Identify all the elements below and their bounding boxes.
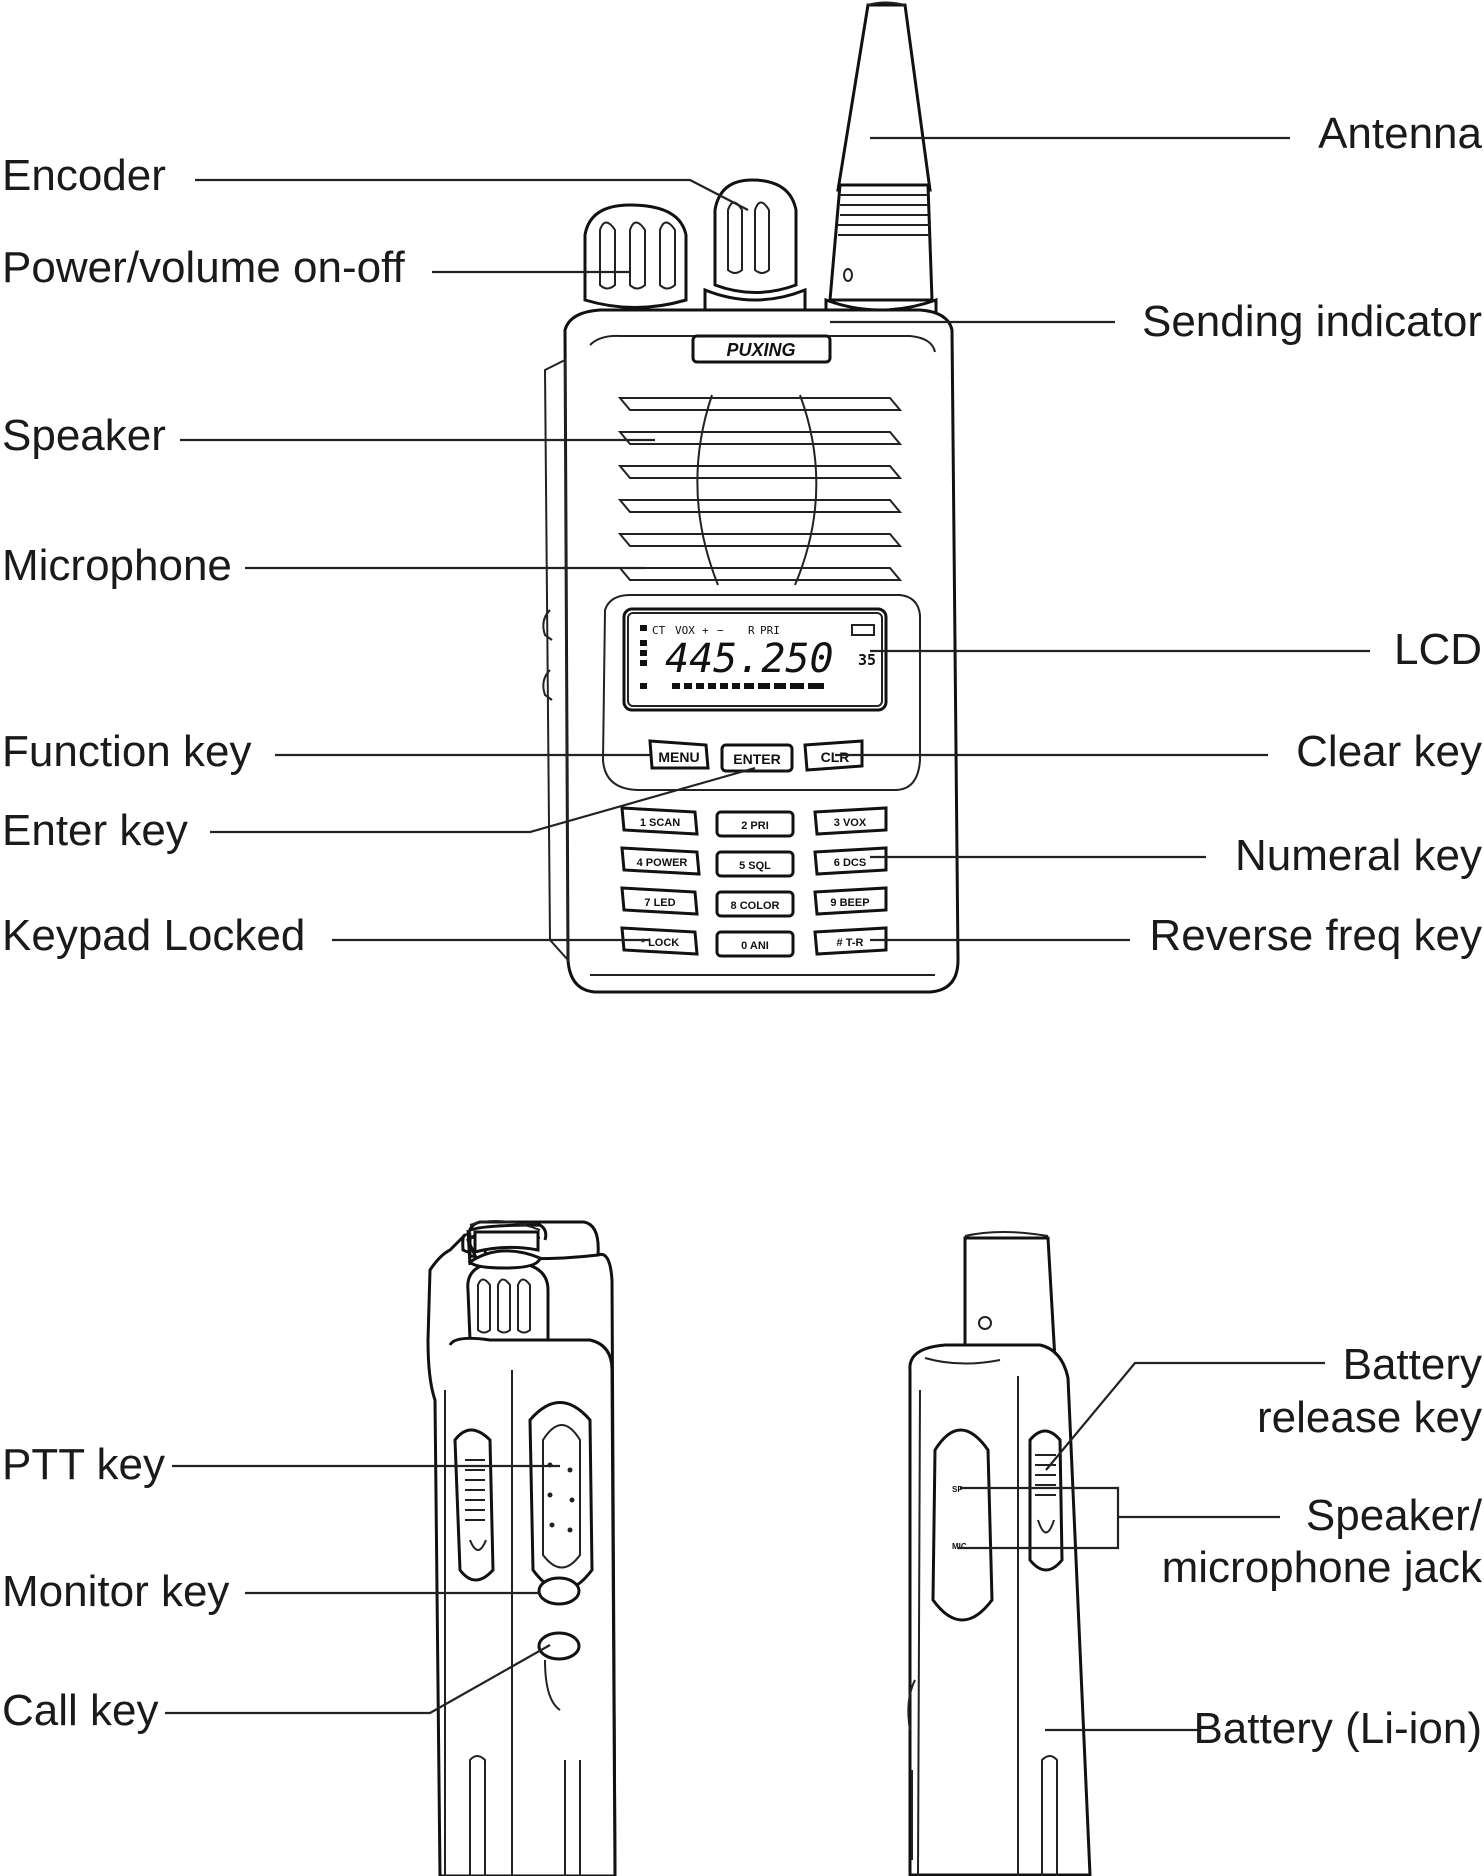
side-grip-pad: [528, 1401, 594, 1592]
side-leader-lines-left: [165, 1464, 560, 1715]
key-star-lock: * LOCK: [620, 926, 699, 956]
svg-text:8 COLOR: 8 COLOR: [731, 900, 780, 912]
right-side-view: SP MIC: [907, 1231, 1092, 1876]
label-ptt-key: PTT key: [2, 1440, 165, 1489]
numeric-keypad: 1 SCAN 2 PRI 3 VOX 4 POWER 5 SQL 6 DCS 7…: [620, 806, 888, 958]
brand-logo: PUXING: [726, 340, 795, 360]
lcd-icons: CT VOX + − R PRI: [652, 624, 875, 637]
side-labels: PTT key Monitor key Call key Battery rel…: [2, 1340, 1483, 1753]
svg-text:MIC: MIC: [952, 1542, 967, 1551]
label-keypad-locked: Keypad Locked: [2, 911, 305, 960]
svg-text:4 POWER: 4 POWER: [637, 857, 688, 869]
label-enter-key: Enter key: [2, 806, 188, 855]
svg-text:CLR: CLR: [821, 749, 850, 765]
key-3: 3 VOX: [813, 806, 888, 836]
label-numeral-key: Numeral key: [1235, 831, 1482, 880]
svg-text:R: R: [748, 624, 755, 637]
label-battery: Battery (Li-ion): [1193, 1704, 1482, 1753]
key-0: 0 ANI: [715, 930, 795, 958]
label-function-key: Function key: [2, 727, 251, 776]
call-key: [537, 1631, 581, 1661]
enter-key: ENTER: [720, 743, 794, 773]
encoder-knob: [703, 178, 807, 327]
key-4: 4 POWER: [620, 846, 701, 876]
monitor-key: [537, 1576, 581, 1606]
svg-text:ENTER: ENTER: [733, 751, 780, 767]
svg-text:VOX: VOX: [675, 624, 695, 637]
svg-text:7 LED: 7 LED: [644, 897, 675, 909]
svg-text:1 SCAN: 1 SCAN: [640, 817, 680, 829]
svg-text:MENU: MENU: [658, 749, 699, 765]
label-reverse-freq-key: Reverse freq key: [1149, 911, 1482, 960]
power-volume-knob: [583, 203, 688, 309]
menu-key: MENU: [648, 739, 710, 770]
svg-text:* LOCK: * LOCK: [641, 937, 680, 949]
label-microphone: Microphone: [2, 541, 232, 590]
label-encoder: Encoder: [2, 151, 166, 200]
speaker-grille: [617, 394, 903, 586]
label-call-key: Call key: [2, 1686, 159, 1735]
antenna: [824, 1, 938, 333]
label-monitor-key: Monitor key: [2, 1567, 229, 1616]
front-view: PUXING CT VOX + − R PRI 445.250 35: [542, 1, 960, 994]
svg-text:SP: SP: [952, 1485, 963, 1494]
svg-text:9 BEEP: 9 BEEP: [830, 897, 869, 909]
svg-text:3 VOX: 3 VOX: [834, 817, 867, 829]
label-lcd: LCD: [1394, 625, 1482, 674]
speaker-mic-jack-cover: SP MIC: [931, 1428, 994, 1622]
key-5: 5 SQL: [715, 850, 795, 878]
side-encoder-knob: [466, 1220, 550, 1348]
svg-text:6 DCS: 6 DCS: [834, 857, 866, 869]
svg-text:2 PRI: 2 PRI: [741, 820, 769, 832]
key-hash: # T-R: [813, 926, 888, 956]
label-clear-key: Clear key: [1296, 727, 1482, 776]
label-battery-release-line1: Battery: [1343, 1340, 1482, 1389]
left-side-view: [426, 1220, 617, 1876]
lcd-signal-bar: [672, 683, 824, 689]
svg-text:0 ANI: 0 ANI: [741, 940, 769, 952]
front-labels: Encoder Power/volume on-off Speaker Micr…: [2, 109, 1483, 960]
label-battery-release-line2: release key: [1257, 1393, 1482, 1442]
ptt-key: [453, 1428, 495, 1582]
label-jack-line1: Speaker/: [1306, 1491, 1483, 1540]
svg-text:CT: CT: [652, 624, 666, 637]
key-2: 2 PRI: [715, 810, 795, 838]
lcd-screen: [627, 612, 883, 707]
battery-release-key: [1028, 1429, 1064, 1572]
lcd-frequency: 445.250: [665, 636, 834, 682]
key-8: 8 COLOR: [715, 890, 795, 918]
svg-text:−: −: [717, 624, 724, 637]
lcd-channel: 35: [858, 651, 876, 669]
label-speaker: Speaker: [2, 411, 166, 460]
side-leader-lines-right: [958, 1361, 1325, 1732]
label-power-volume: Power/volume on-off: [2, 243, 406, 292]
svg-text:+: +: [702, 624, 709, 637]
svg-text:# T-R: # T-R: [837, 937, 864, 949]
svg-text:PRI: PRI: [760, 624, 780, 637]
label-sending-indicator: Sending indicator: [1142, 297, 1482, 346]
lcd-left-icons: [640, 625, 647, 689]
front-leader-lines: [180, 136, 1370, 942]
label-jack-line2: microphone jack: [1162, 1543, 1483, 1592]
key-1: 1 SCAN: [620, 806, 699, 836]
brand-plate: [691, 334, 832, 364]
clr-key: CLR: [803, 739, 864, 772]
key-7: 7 LED: [620, 886, 699, 916]
key-6: 6 DCS: [813, 846, 888, 876]
key-9: 9 BEEP: [813, 886, 888, 916]
svg-text:5 SQL: 5 SQL: [739, 860, 771, 872]
label-antenna: Antenna: [1318, 109, 1482, 158]
